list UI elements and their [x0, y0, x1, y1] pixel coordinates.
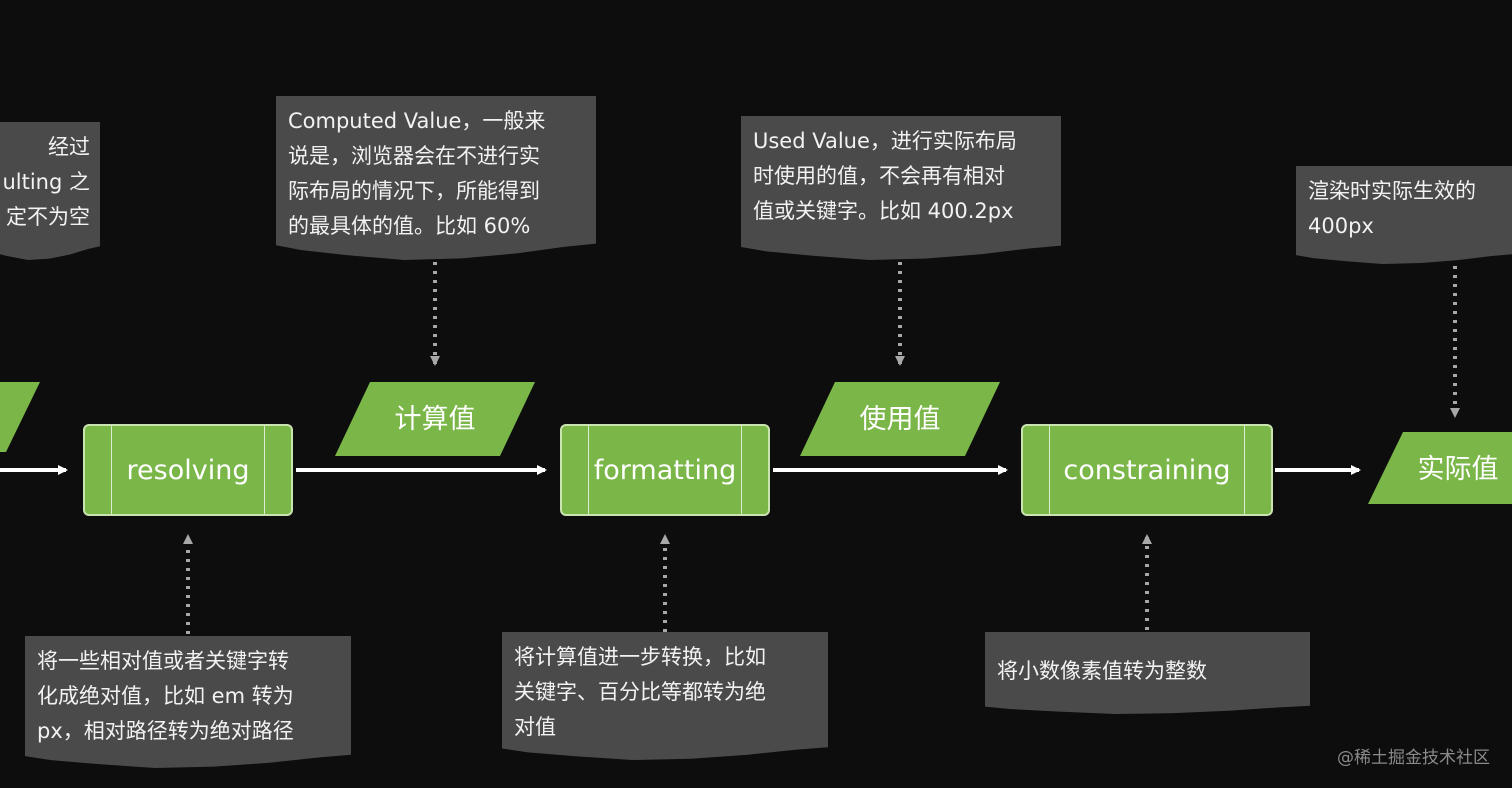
note-computed-value: Computed Value，一般来 说是，浏览器会在不进行实 际布局的情况下，… — [276, 96, 596, 260]
note-actual-value: 渲染时实际生效的 400px — [1296, 166, 1512, 264]
process-formatting-label: formatting — [593, 454, 737, 486]
note-used-value: Used Value，进行实际布局 时使用的值，不会再有相对 值或关键字。比如 … — [741, 116, 1061, 260]
used-value-shape — [800, 382, 1000, 456]
process-constraining-label: constraining — [1063, 454, 1231, 486]
watermark: @稀土掘金技术社区 — [1337, 748, 1490, 768]
note-formatting: 将计算值进一步转换，比如 关键字、百分比等都转为绝 对值 — [502, 632, 828, 760]
note-constraining: 将小数像素值转为整数 — [985, 632, 1310, 714]
process-constraining: constraining — [1021, 424, 1273, 516]
used-value-label: 使用值 — [859, 404, 941, 435]
actual-value-label: 实际值 — [1417, 454, 1499, 485]
note-specified-partial: 经过 ulting 之 定不为空 — [0, 122, 100, 260]
computed-value-shape — [335, 382, 535, 456]
process-resolving: resolving — [83, 424, 293, 516]
process-formatting: formatting — [560, 424, 770, 516]
process-resolving-label: resolving — [126, 454, 250, 486]
actual-value-shape — [1368, 432, 1512, 504]
note-resolving: 将一些相对值或者关键字转 化成绝对值，比如 em 转为 px，相对路径转为绝对路… — [25, 636, 351, 768]
input-value-shape-partial — [0, 382, 40, 452]
computed-value-label: 计算值 — [394, 404, 476, 435]
